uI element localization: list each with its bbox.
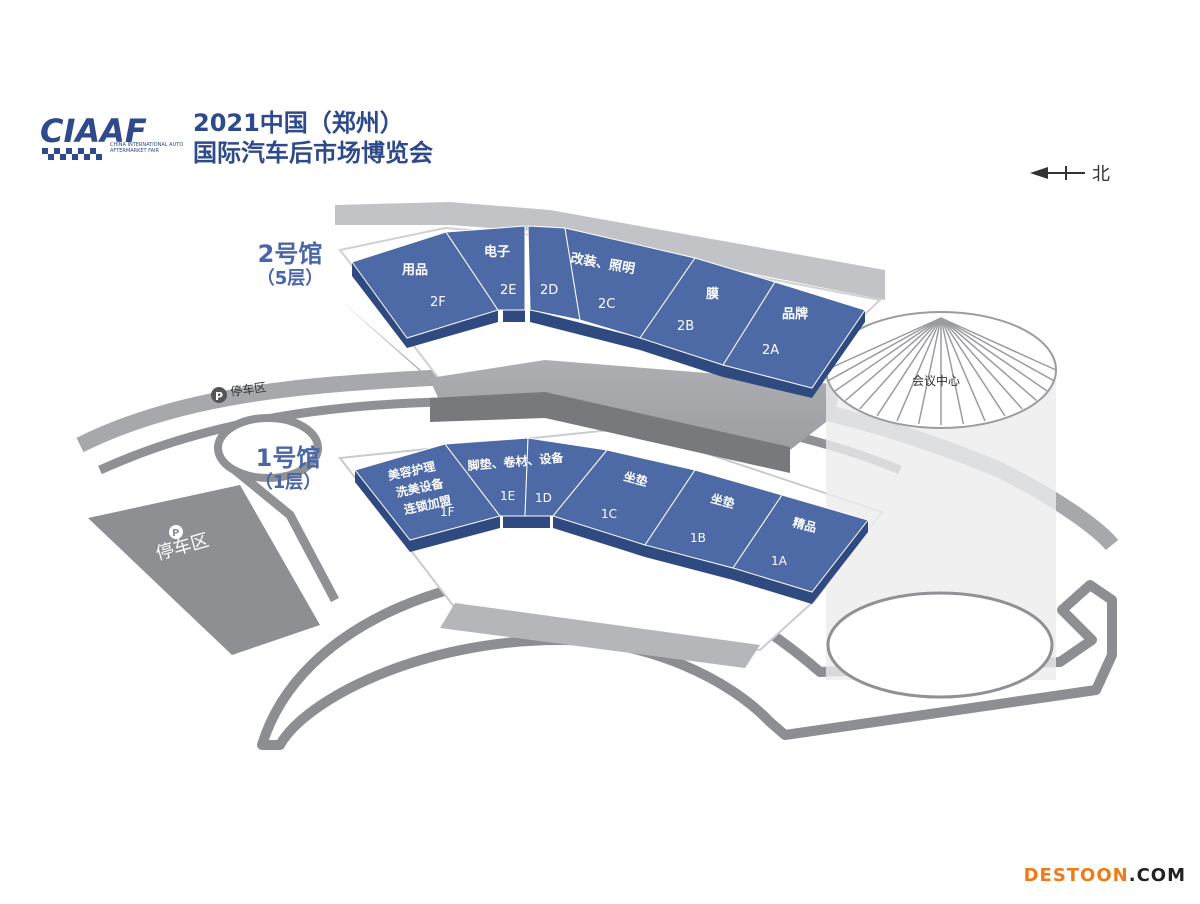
- booth-2B-category: 膜: [706, 286, 719, 302]
- hall1-booths: [354, 437, 869, 604]
- booth-2E-id: 2E: [500, 283, 517, 298]
- booth-1D-id: 1D: [535, 491, 552, 505]
- booth-2E-category: 电子: [484, 244, 510, 260]
- dome-rib: [940, 317, 1023, 410]
- logo-subtitle: CHINA INTERNATIONAL AUTO AFTERMARKET FAI…: [110, 142, 184, 154]
- booth-2D-id: 2D: [540, 283, 558, 298]
- hall1-label: 1号馆 （1层）: [243, 444, 333, 494]
- roundabout: [214, 414, 322, 482]
- booth-2A-id: 2A: [762, 343, 779, 358]
- hall2-booths: [351, 225, 866, 398]
- dome-rib: [834, 317, 942, 392]
- hall2-beam: [430, 392, 790, 473]
- north-arrow-head: [1030, 167, 1048, 179]
- parking-icon-top-letter: P: [215, 390, 223, 403]
- hall2-under: [340, 300, 840, 450]
- dome-rib: [940, 317, 986, 422]
- booth-1C-category: 坐垫: [622, 468, 649, 489]
- title-line-1: 2021中国（郑州）: [193, 109, 404, 137]
- dome-rib: [940, 317, 1006, 417]
- dome-rib: [876, 317, 942, 417]
- dome-rib: [940, 317, 1057, 371]
- booth-2E[interactable]: [445, 225, 526, 311]
- booth-2B-id: 2B: [677, 319, 694, 334]
- booth-1F-id: 1F: [440, 505, 455, 519]
- watermark: DESTOON.COM: [1024, 865, 1186, 886]
- dome-rib: [940, 317, 1038, 402]
- parking-icon-top: [211, 387, 227, 403]
- dome-rib: [940, 317, 1055, 382]
- booth-1E-id: 1E: [500, 489, 515, 503]
- booth-1B-category: 坐垫: [709, 490, 736, 511]
- north-label: 北: [1092, 164, 1110, 185]
- booth-2A-category: 品牌: [782, 306, 808, 322]
- watermark-part2: .COM: [1128, 865, 1186, 886]
- dome-rib: [859, 317, 942, 410]
- hall1-name: 1号馆: [255, 444, 321, 472]
- side-road: [232, 466, 339, 603]
- page-title: 2021中国（郑州） 国际汽车后市场博览会: [193, 108, 433, 168]
- parking-label-top: 停车区: [229, 379, 267, 399]
- conference-base: [826, 591, 1054, 699]
- parking-icon-left-letter: P: [172, 528, 179, 539]
- booth-2F-category: 用品: [401, 263, 428, 278]
- watermark-part1: DESTOON: [1023, 865, 1129, 886]
- booth-1A[interactable]: [732, 494, 869, 593]
- booth-1B-id: 1B: [690, 531, 706, 545]
- conference-dome-ribs: [825, 317, 1057, 426]
- dome-rib: [940, 317, 965, 425]
- dome-rib: [827, 317, 942, 382]
- hall2-floor: （5层）: [256, 268, 324, 289]
- ciaaf-logo: CIAAF: [40, 114, 147, 160]
- hall1-plinth: [440, 603, 760, 668]
- title-line-2: 国际汽车后市场博览会: [193, 139, 433, 167]
- dome-rib: [825, 317, 942, 371]
- dome-rib: [896, 317, 942, 422]
- conference-label: 会议中心: [912, 373, 960, 388]
- booth-2F-id: 2F: [430, 295, 446, 310]
- dome-rib: [940, 317, 1048, 392]
- booth-1A-id: 1A: [771, 554, 788, 568]
- hall2-name: 2号馆: [257, 240, 323, 268]
- parking-icon-left: [169, 525, 183, 539]
- hall2-back-wall: [335, 202, 885, 300]
- hall2-label: 2号馆 （5层）: [245, 240, 335, 290]
- parking-lot: [88, 485, 320, 655]
- dome-rib: [917, 317, 942, 425]
- dome-rib: [844, 317, 942, 402]
- booth-1C-id: 1C: [601, 507, 617, 521]
- booth-1A-category: 精品: [791, 514, 818, 535]
- svg-text:CIAAF: CIAAF: [40, 114, 147, 150]
- booth-2A[interactable]: [722, 281, 866, 389]
- booth-2C-id: 2C: [598, 297, 615, 312]
- hall1-floor: （1层）: [254, 472, 322, 493]
